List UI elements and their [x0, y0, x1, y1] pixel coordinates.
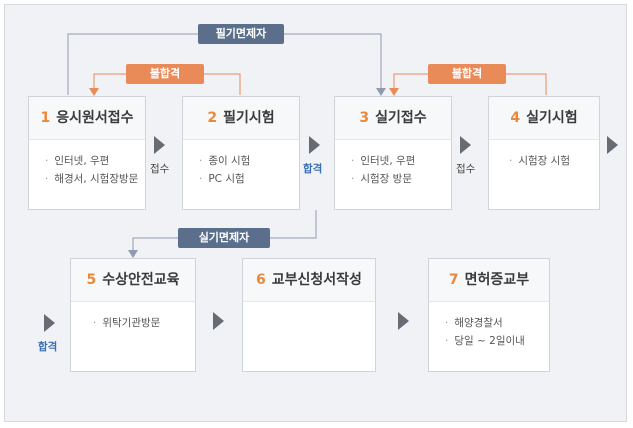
written-exemption-arrowhead — [376, 88, 386, 96]
step-2-title: 필기시험 — [223, 110, 275, 126]
step-7-title: 면허증교부 — [464, 272, 530, 288]
transition-label-2: 합격 — [303, 163, 323, 175]
step-5-title: 수상안전교육 — [102, 272, 180, 288]
step-4-number: 4 — [510, 110, 521, 126]
step-5-header: 5 수상안전교육 — [71, 259, 195, 302]
flow-arrow — [44, 314, 55, 332]
step-3-title: 실기접수 — [375, 110, 427, 126]
step-3-item: 시험장 방문 — [351, 170, 451, 188]
step-2-item: PC 시험 — [199, 170, 299, 188]
fail-tag-right: 불합격 — [428, 64, 506, 84]
step-7-item: 해양경찰서 — [445, 314, 549, 332]
step-5-item: 위탁기관방문 — [93, 314, 195, 332]
step-5-number: 5 — [86, 272, 97, 288]
step-1-item: 해경서, 시험장방문 — [45, 170, 145, 188]
flow-arrow — [607, 136, 618, 154]
flow-arrow — [309, 136, 320, 154]
fail-right-arrowhead — [389, 88, 399, 96]
fail-left-arrowhead — [89, 88, 99, 96]
step-6-box: 6 교부신청서작성 — [242, 258, 376, 372]
step-2-number: 2 — [207, 110, 218, 126]
step-3-number: 3 — [359, 110, 370, 126]
transition-label-3: 접수 — [456, 163, 476, 175]
step-3-item: 인터넷, 우편 — [351, 152, 451, 170]
step-4-item: 시험장 시험 — [509, 152, 599, 170]
step-5-box: 5 수상안전교육 위탁기관방문 — [70, 258, 196, 372]
flow-arrow — [398, 312, 409, 330]
step-3-header: 3 실기접수 — [335, 97, 451, 140]
step-1-header: 1 응시원서접수 — [29, 97, 145, 140]
step-7-item: 당일 ~ 2일이내 — [445, 332, 549, 350]
step-6-title: 교부신청서작성 — [271, 272, 362, 288]
written-exemption-tag: 필기면제자 — [198, 24, 284, 44]
step-4-header: 4 실기시험 — [489, 97, 599, 140]
step-4-title: 실기시험 — [526, 110, 578, 126]
step-2-header: 2 필기시험 — [183, 97, 299, 140]
step-7-number: 7 — [448, 272, 459, 288]
fail-tag-left: 불합격 — [126, 64, 204, 84]
step-4-box: 4 실기시험 시험장 시험 — [488, 96, 600, 210]
step-6-header: 6 교부신청서작성 — [243, 259, 375, 302]
step-2-item: 종이 시험 — [199, 152, 299, 170]
flow-arrow — [213, 312, 224, 330]
transition-label-4: 합격 — [38, 341, 58, 353]
step-1-box: 1 응시원서접수 인터넷, 우편 해경서, 시험장방문 — [28, 96, 146, 210]
step-1-number: 1 — [40, 110, 51, 126]
transition-label-1: 접수 — [150, 163, 170, 175]
step-7-box: 7 면허증교부 해양경찰서 당일 ~ 2일이내 — [428, 258, 550, 372]
practical-exemption-arrowhead — [128, 250, 138, 258]
flow-arrow — [154, 136, 165, 154]
step-3-box: 3 실기접수 인터넷, 우편 시험장 방문 — [334, 96, 452, 210]
step-6-number: 6 — [256, 272, 266, 288]
step-7-header: 7 면허증교부 — [429, 259, 549, 302]
step-1-title: 응시원서접수 — [56, 110, 134, 126]
practical-exemption-tag: 실기면제자 — [178, 228, 270, 248]
flow-arrow — [460, 136, 471, 154]
step-2-box: 2 필기시험 종이 시험 PC 시험 — [182, 96, 300, 210]
step-1-item: 인터넷, 우편 — [45, 152, 145, 170]
